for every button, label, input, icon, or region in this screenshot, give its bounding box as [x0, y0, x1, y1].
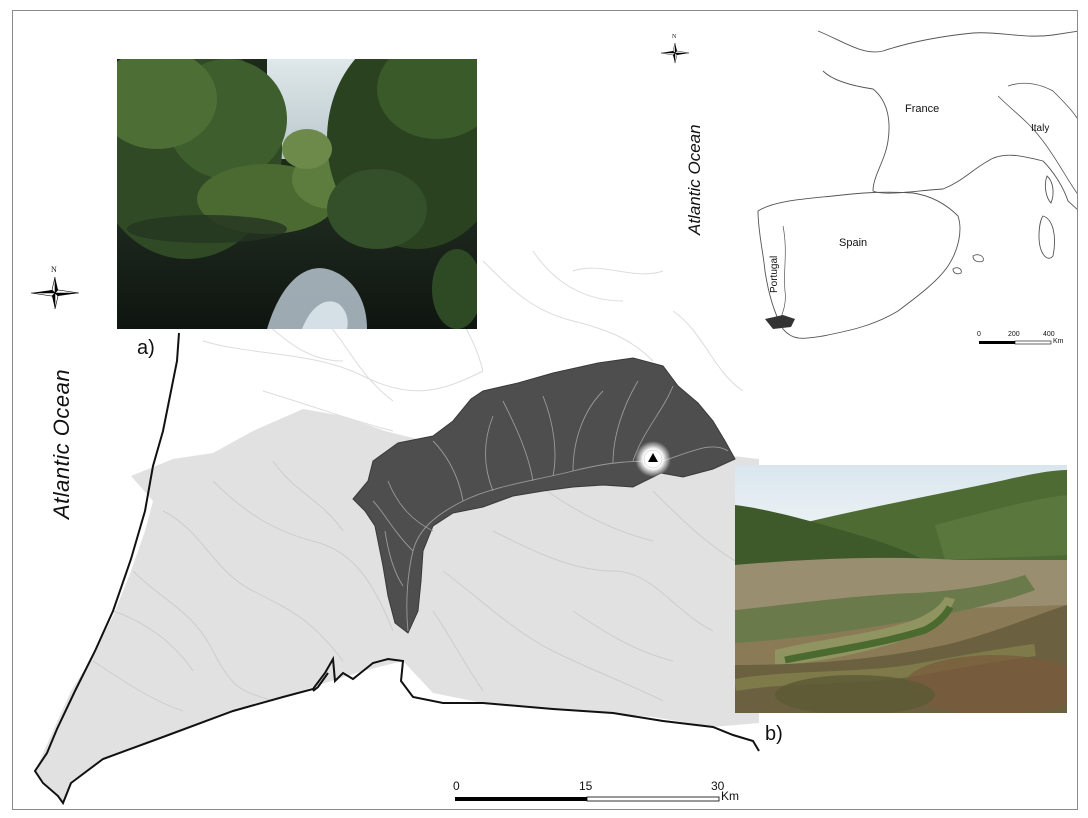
photo-b-label: b) [765, 723, 783, 745]
land-rivers [92, 460, 754, 712]
country-label-italy: Italy [1031, 123, 1050, 134]
scale-tick-15: 15 [579, 779, 593, 793]
north-arrow-label: N [51, 265, 57, 274]
scale-unit: Km [721, 789, 739, 803]
photo-b [735, 465, 1067, 713]
inset-map [757, 30, 1077, 339]
photo-a [117, 59, 477, 329]
triangle-icon [648, 453, 658, 462]
inset-north-arrow [660, 42, 690, 64]
inset-scale-tick-200: 200 [1008, 331, 1020, 338]
inset-scale-tick-0: 0 [977, 331, 981, 338]
catchment-rivers [372, 380, 729, 632]
scale-bar [455, 796, 720, 802]
coastline [33, 332, 760, 806]
inset-scale-tick-400: 400 [1043, 331, 1055, 338]
country-label-france: France [905, 103, 940, 115]
scale-tick-30: 30 [711, 779, 725, 793]
scale-tick-0: 0 [453, 779, 460, 793]
country-label-spain: Spain [839, 237, 868, 249]
map-figure: Atlantic Ocean Atlantic Ocean N N a) b) … [12, 10, 1078, 810]
inset-scale-bar [979, 340, 1052, 345]
main-ocean-label: Atlantic Ocean [49, 368, 74, 519]
inset-scale-unit: Km [1053, 338, 1064, 345]
catchment-area [352, 357, 736, 634]
north-arrow [30, 276, 80, 310]
main-map [30, 30, 1077, 806]
photo-a-label: a) [137, 337, 155, 359]
inset-study-area [765, 315, 795, 329]
country-label-portugal: Portugal [769, 255, 780, 293]
inset-ocean-label: Atlantic Ocean [685, 124, 704, 235]
inset-north-arrow-label: N [672, 34, 677, 40]
